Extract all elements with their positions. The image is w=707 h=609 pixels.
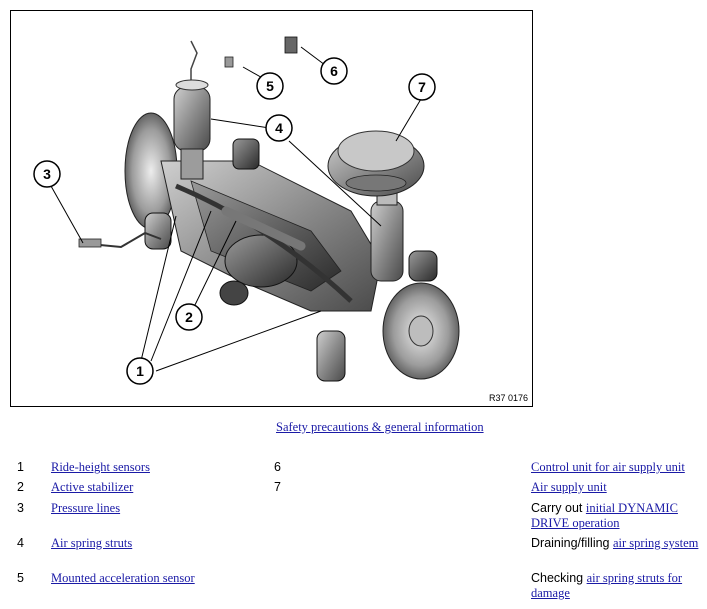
right-entry: Draining/filling air spring system [531, 536, 703, 551]
svg-text:3: 3 [43, 166, 51, 182]
acceleration-sensor [224, 56, 234, 68]
differential [224, 234, 298, 288]
item-number: 7 [274, 480, 281, 494]
callout-6: 6 [320, 57, 348, 85]
pressure-lines-link[interactable]: Pressure lines [51, 501, 121, 515]
svg-text:6: 6 [330, 63, 338, 79]
control-unit-link[interactable]: Control unit for air supply unit [531, 460, 685, 474]
callout-4: 4 [265, 114, 293, 142]
pressure-line-bracket [78, 238, 102, 248]
item-number: 3 [17, 501, 24, 515]
right-entry-prefix: Checking [531, 571, 587, 585]
right-entry: Checking air spring struts for damage [531, 571, 703, 601]
callout-2: 2 [175, 303, 203, 331]
svg-text:4: 4 [275, 120, 283, 136]
rear-axle-illustration: 1 2 3 4 5 6 7 [33, 36, 460, 385]
callout-5: 5 [256, 72, 284, 100]
initial-dynamic-drive-link[interactable]: initial DYNAMIC DRIVE operation [531, 501, 678, 530]
mounted-acceleration-sensor-link[interactable]: Mounted acceleration sensor [51, 571, 195, 585]
callout-7: 7 [408, 73, 436, 101]
right-entry: Carry out initial DYNAMIC DRIVE operatio… [531, 501, 703, 531]
callout-1: 1 [126, 357, 154, 385]
air-spring-system-link[interactable]: air spring system [612, 536, 699, 550]
right-air-spring [370, 200, 404, 282]
air-supply-unit-link[interactable]: Air supply unit [531, 480, 607, 494]
right-entry: Air supply unit [531, 480, 703, 495]
svg-text:1: 1 [136, 363, 144, 379]
suspension-diagram: 1 2 3 4 5 6 7 [10, 10, 533, 407]
air-spring-struts-link[interactable]: Air spring struts [51, 536, 133, 550]
item-number: 1 [17, 460, 24, 474]
svg-text:5: 5 [266, 78, 274, 94]
item-number: 2 [17, 480, 24, 494]
ride-height-sensors-link[interactable]: Ride-height sensors [51, 460, 150, 474]
item-number: 4 [17, 536, 24, 550]
right-entry: Control unit for air supply unit [531, 460, 703, 475]
item-number: 5 [17, 571, 24, 585]
safety-precautions-link[interactable]: Safety precautions & general information [276, 420, 484, 434]
left-height-sensor [144, 212, 172, 250]
item-number: 6 [274, 460, 281, 474]
figure-reference-code: R37 0176 [488, 393, 528, 403]
right-entry-prefix: Carry out [531, 501, 586, 515]
checking-air-spring-struts-link[interactable]: air spring struts for damage [531, 571, 683, 600]
callout-3: 3 [33, 160, 61, 188]
svg-text:7: 7 [418, 79, 426, 95]
active-stabilizer-link[interactable]: Active stabilizer [51, 480, 134, 494]
right-height-sensor [316, 330, 346, 382]
right-entry-prefix: Draining/filling [531, 536, 613, 550]
svg-text:2: 2 [185, 309, 193, 325]
control-unit [284, 36, 298, 54]
left-air-spring [173, 86, 211, 152]
